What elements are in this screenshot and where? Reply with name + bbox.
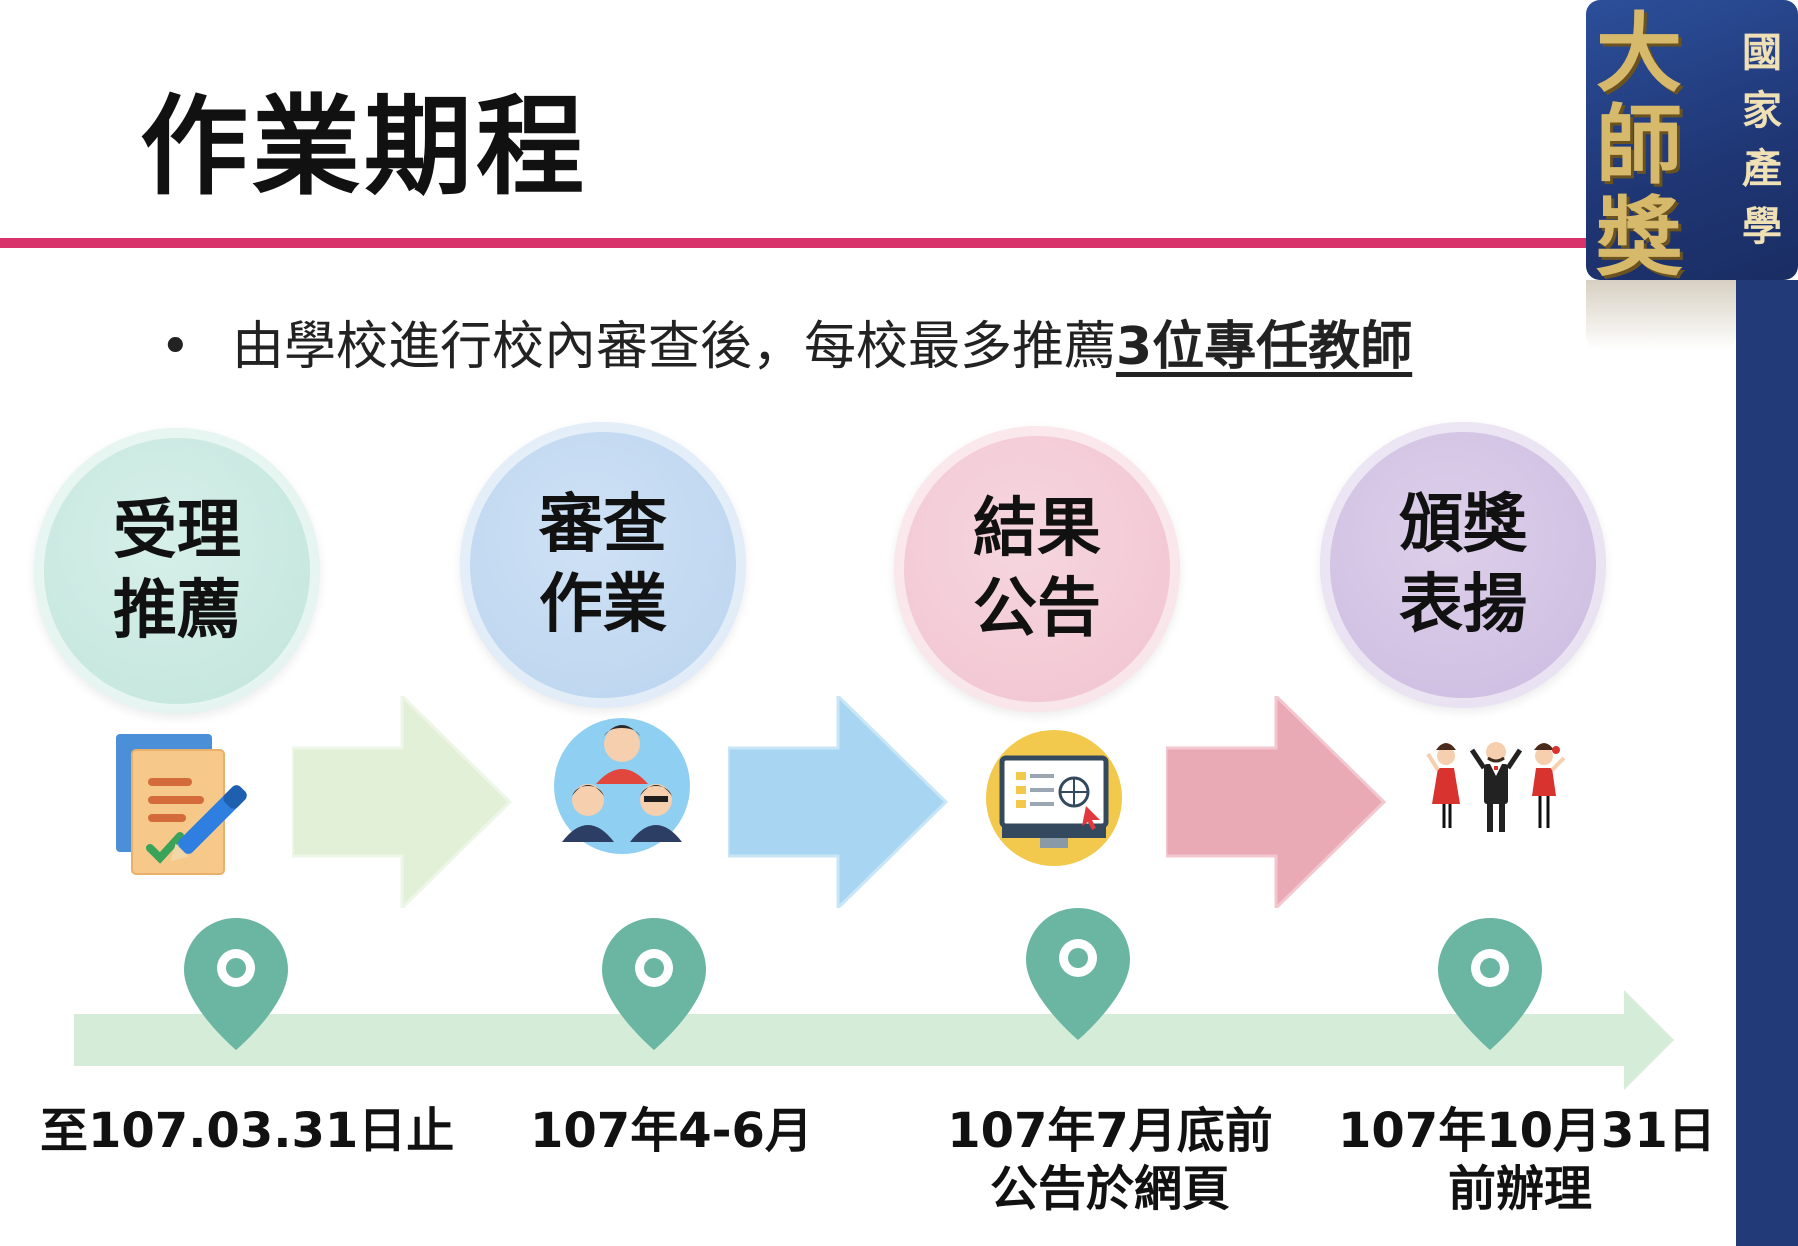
location-pin-icon: [602, 918, 706, 1050]
title-divider: [0, 238, 1590, 248]
step-circle-accept: 受理 推薦: [34, 428, 320, 714]
web-announcement-icon: [984, 728, 1124, 868]
award-ceremony-icon: [1424, 736, 1568, 836]
timeline-date-accept: 至107.03.31日止: [40, 1102, 455, 1160]
step-label-line2: 公告: [973, 572, 1101, 646]
step-label-line2: 推薦: [113, 574, 241, 648]
step-label-line2: 表揚: [1399, 568, 1527, 642]
logo-big-text: 大師獎: [1596, 3, 1682, 281]
timeline-date-review: 107年4-6月: [530, 1102, 813, 1160]
bullet-point: • 由學校進行校內審查後，每校最多推薦3位專任教師: [160, 304, 1412, 379]
step-circle-result: 結果 公告: [894, 426, 1180, 712]
right-arrow-icon: [728, 696, 948, 908]
location-pin-icon: [184, 918, 288, 1050]
right-arrow-icon: [292, 696, 512, 908]
right-sidebar-bar: [1736, 280, 1798, 1246]
logo-reflection: [1586, 280, 1736, 350]
page-title: 作業期程: [140, 85, 589, 210]
step-label-line1: 受理: [113, 494, 241, 568]
step-label-line1: 結果: [973, 492, 1101, 566]
location-pin-icon: [1026, 908, 1130, 1040]
timeline-date-result: 107年7月底前 公告於網頁: [940, 1102, 1280, 1218]
step-circle-award: 頒獎 表揚: [1320, 422, 1606, 708]
step-circle-review: 審查 作業: [460, 422, 746, 708]
right-arrow-icon: [1166, 696, 1386, 908]
date-line2: 公告於網頁: [989, 1161, 1230, 1217]
bullet-text: 由學校進行校內審查後，每校最多推薦: [232, 317, 1117, 377]
step-label-line1: 審查: [539, 488, 667, 562]
date-line2: 前辦理: [1447, 1161, 1592, 1217]
timeline-arrow: [74, 990, 1674, 1090]
team-icon: [552, 716, 692, 856]
date-line1: 至107.03.31日止: [40, 1103, 455, 1159]
date-line1: 107年10月31日: [1338, 1103, 1716, 1159]
location-pin-icon: [1438, 918, 1542, 1050]
timeline-date-award: 107年10月31日 前辦理: [1338, 1102, 1716, 1218]
date-line1: 107年4-6月: [530, 1103, 813, 1159]
date-line1: 107年7月底前: [947, 1103, 1273, 1159]
brand-logo: 大師獎 國家產學: [1586, 0, 1798, 280]
step-label-line1: 頒獎: [1399, 488, 1527, 562]
document-edit-icon: [112, 730, 262, 880]
bullet-emphasis: 3位專任教師: [1116, 317, 1413, 377]
bullet-icon: •: [160, 317, 191, 377]
logo-small-text: 國家產學: [1742, 29, 1782, 250]
step-label-line2: 作業: [539, 568, 667, 642]
